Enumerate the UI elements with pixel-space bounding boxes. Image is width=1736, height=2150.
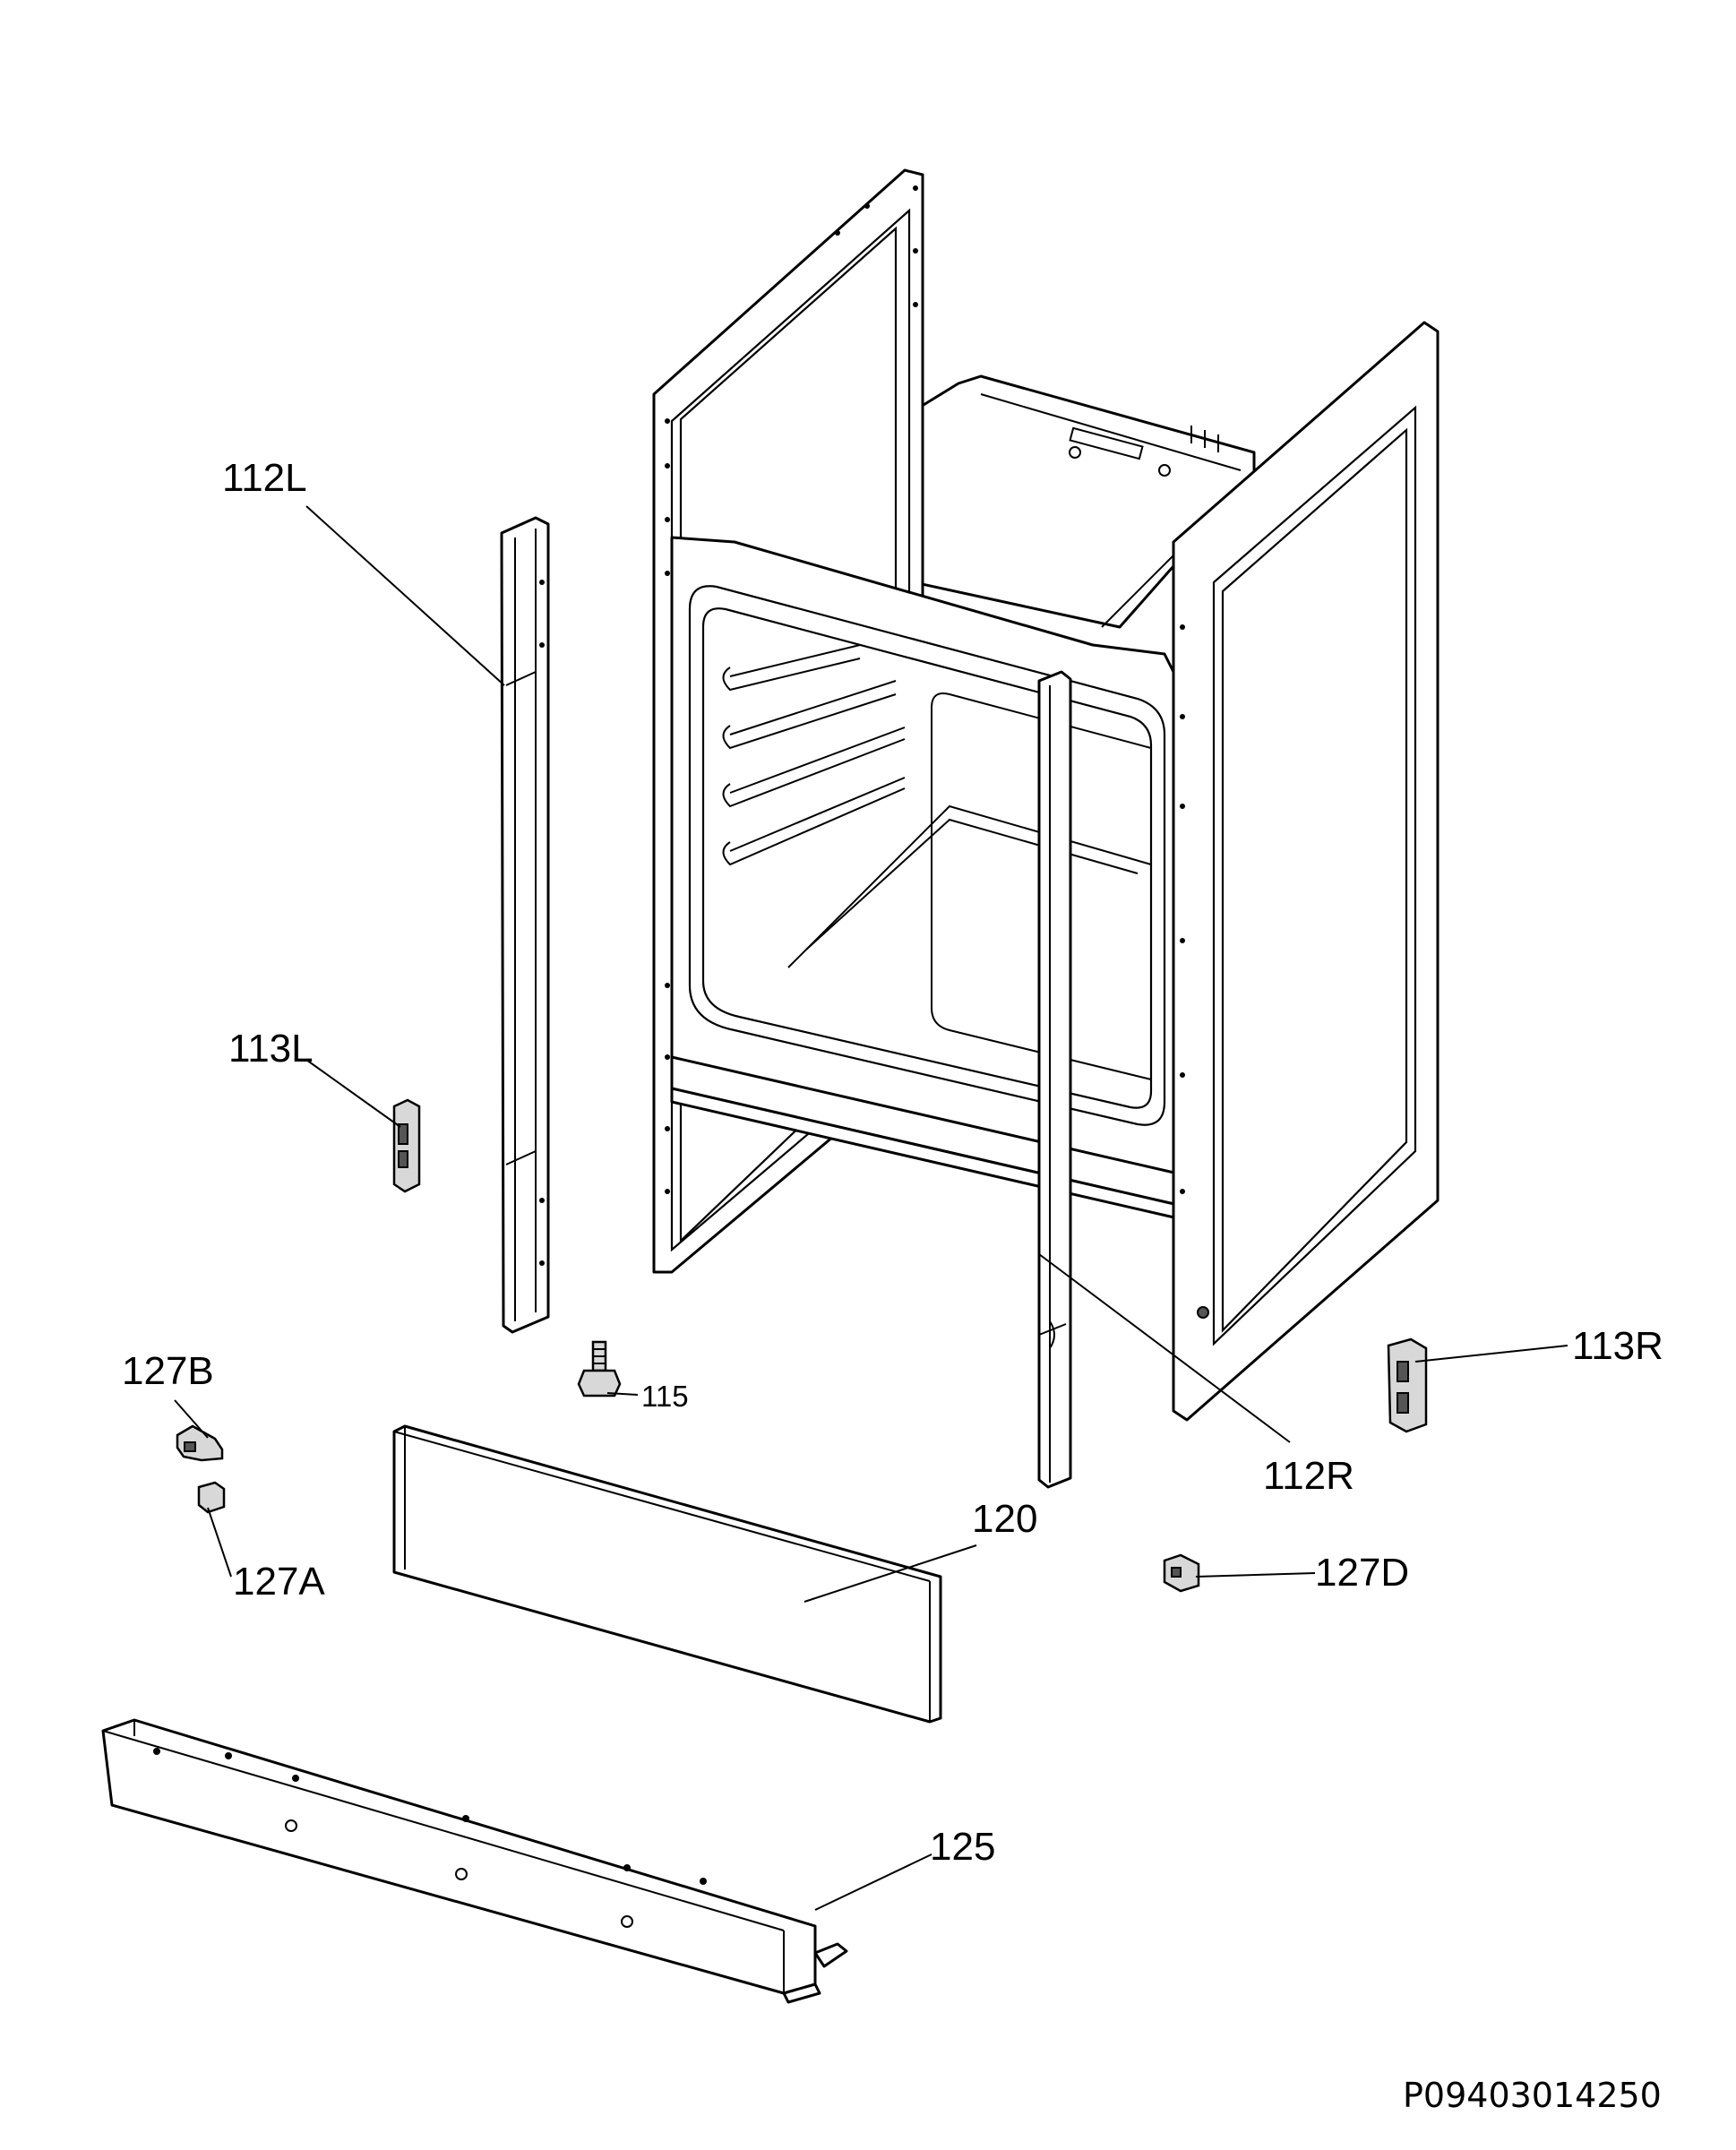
part-125-plinth xyxy=(101,1718,848,2004)
leader-lines xyxy=(174,505,1568,1911)
callout-labels: 112L 113L 127B 115 127A 120 112R 113R 12… xyxy=(122,456,1663,1869)
label-120: 120 xyxy=(972,1497,1037,1541)
label-113R: 113R xyxy=(1572,1324,1663,1368)
part-127D-clip xyxy=(1163,1553,1200,1593)
label-127D: 127D xyxy=(1315,1551,1409,1595)
label-112L: 112L xyxy=(222,456,307,500)
part-127A-clip xyxy=(197,1481,226,1514)
part-120-panel xyxy=(392,1424,942,1724)
part-113R-hinge xyxy=(1387,1337,1428,1433)
right-panel-holes xyxy=(1180,624,1209,1319)
cavity-opening xyxy=(688,585,1166,1126)
drawing-code: P09403014250 xyxy=(1403,2076,1662,2115)
part-112R-strip xyxy=(1037,670,1072,1489)
plinth-holes xyxy=(153,1748,707,1928)
label-112R: 112R xyxy=(1263,1454,1354,1498)
label-127A: 127A xyxy=(233,1560,325,1604)
part-115-screw xyxy=(577,1340,622,1398)
label-127B: 127B xyxy=(122,1349,214,1393)
part-112L-strip xyxy=(500,516,550,1334)
label-125: 125 xyxy=(930,1825,995,1869)
right-side-panel-inset xyxy=(1212,405,1417,1346)
right-side-panel xyxy=(1172,321,1440,1422)
rack-supports xyxy=(722,644,906,866)
label-115: 115 xyxy=(641,1380,689,1413)
label-113L: 113L xyxy=(228,1027,314,1071)
left-panel-holes xyxy=(665,185,918,1194)
part-113L-hinge xyxy=(392,1098,421,1193)
part-127B-clip xyxy=(176,1424,224,1462)
